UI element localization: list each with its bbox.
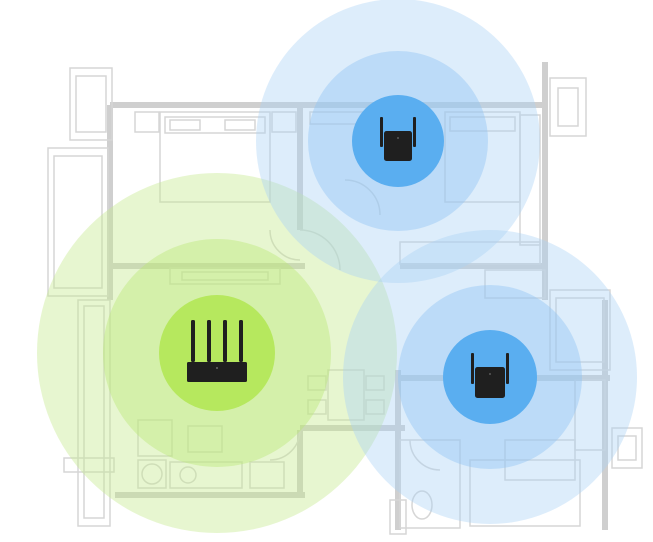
router-coverage-core [159,295,275,411]
floor-plan [47,62,643,535]
wifi-router-icon [187,320,247,382]
wifi-extender-icon [471,353,509,398]
wifi-extender-icon [380,117,416,161]
outer-walls [107,62,610,530]
router-coverage [37,173,397,533]
